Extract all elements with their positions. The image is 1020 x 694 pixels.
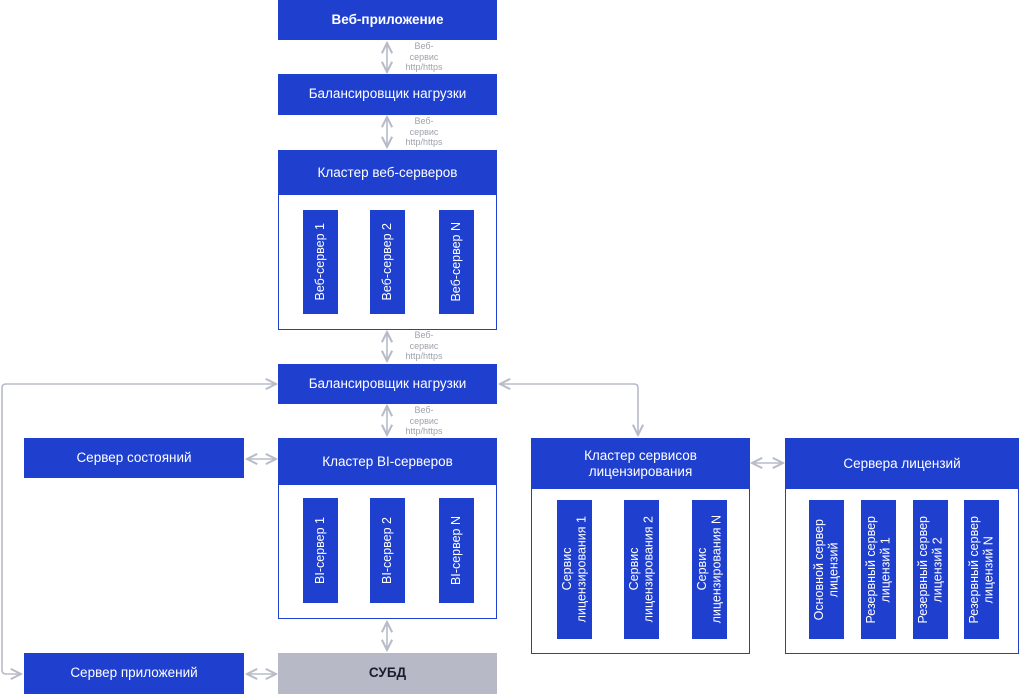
web-server-2: Веб-сервер 2 (370, 210, 405, 314)
license-servers-group: Сервера лицензий Основной сервер лицензи… (785, 438, 1019, 654)
protocol-label: Веб- сервис http/https (405, 330, 443, 361)
protocol-label: Веб- сервис http/https (405, 405, 443, 436)
licensing-service-cluster: Кластер сервисов лицензирования Сервис л… (531, 438, 750, 654)
bi-cluster-title: Кластер BI-серверов (279, 439, 496, 485)
web-app-node: Веб-приложение (278, 0, 497, 40)
bi-server-n: BI-сервер N (439, 498, 474, 603)
license-servers-title: Сервера лицензий (786, 439, 1018, 489)
licensing-service-1: Сервис лицензирования 1 (557, 500, 592, 639)
web-server-1: Веб-сервер 1 (303, 210, 338, 314)
license-server-backup-2: Резервный сервер лицензий 2 (913, 500, 948, 639)
link-lb-appserver (1, 384, 276, 674)
licensing-cluster-title: Кластер сервисов лицензирования (532, 439, 749, 489)
state-server: Сервер состояний (24, 438, 244, 478)
license-server-backup-1: Резервный сервер лицензий 1 (861, 500, 896, 639)
bi-server-2: BI-сервер 2 (370, 498, 405, 603)
protocol-label: Веб- сервис http/https (405, 41, 443, 72)
web-server-n: Веб-сервер N (439, 210, 474, 314)
dbms-node: СУБД (278, 653, 497, 694)
license-server-primary: Основной сервер лицензий (809, 500, 844, 639)
application-server: Сервер приложений (24, 653, 244, 694)
license-server-backup-n: Резервный сервер лицензий N (964, 500, 999, 639)
bi-server-cluster: Кластер BI-серверов BI-сервер 1 BI-серве… (278, 438, 497, 619)
web-cluster-title: Кластер веб-серверов (279, 151, 496, 195)
link-lb-liccluster (500, 384, 638, 435)
load-balancer-middle: Балансировщик нагрузки (278, 364, 497, 404)
licensing-service-2: Сервис лицензирования 2 (624, 500, 659, 639)
bi-server-1: BI-сервер 1 (303, 498, 338, 603)
licensing-service-n: Сервис лицензирования N (692, 500, 727, 639)
protocol-label: Веб- сервис http/https (405, 116, 443, 147)
web-server-cluster: Кластер веб-серверов Веб-сервер 1 Веб-се… (278, 150, 497, 330)
load-balancer-top: Балансировщик нагрузки (278, 74, 497, 115)
